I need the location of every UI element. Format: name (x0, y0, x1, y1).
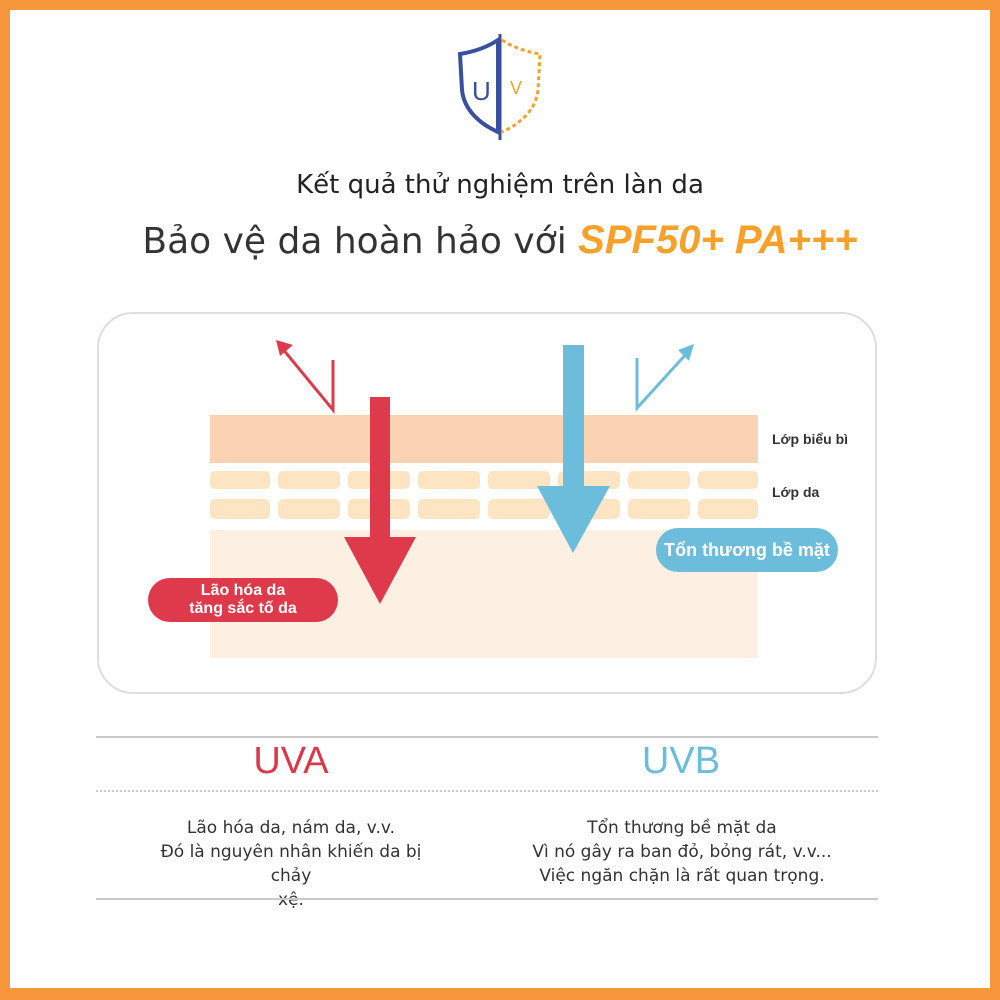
shield-icon: U V (457, 34, 542, 140)
uvb-description: Tổn thương bề mặt da Vì nó gây ra ban đỏ… (512, 816, 852, 888)
dermis-layer (210, 471, 758, 519)
uva-arrow (344, 397, 416, 604)
uvb-reflected-arrow (635, 350, 690, 412)
uva-desc-line-2: Đó là nguyên nhân khiến da bị chảy (160, 842, 422, 886)
uva-reflected-arrow (280, 347, 335, 415)
uva-description: Lão hóa da, nám da, v.v. Đó là nguyên nh… (141, 816, 441, 912)
uva-title: UVA (253, 740, 329, 782)
uvb-arrow (537, 345, 610, 553)
canvas: U V Kết quả thử nghiệm trên làn da Bảo v… (10, 10, 990, 988)
logo-letter-u: U (472, 76, 491, 106)
epidermis-layer (210, 415, 758, 463)
divider-dotted (96, 790, 878, 792)
logo-letter-v: V (510, 78, 522, 98)
uvb-title: UVB (641, 740, 721, 782)
subtitle: Kết quả thử nghiệm trên làn da (296, 170, 704, 200)
uvb-effect-badge: Tổn thương bề mặt (656, 528, 838, 572)
uvb-desc-line-2: Vì nó gây ra ban đỏ, bỏng rát, v.v... (532, 842, 832, 862)
uva-desc-line-1: Lão hóa da, nám da, v.v. (186, 818, 396, 838)
uva-effect-line-2: tăng sắc tố da (189, 600, 297, 617)
headline-highlight: SPF50+ PA+++ (578, 218, 858, 262)
headline-prefix: Bảo vệ da hoàn hảo với (142, 221, 567, 262)
uvb-desc-line-3: Việc ngăn chặn là rất quan trọng. (539, 866, 825, 886)
divider-bottom (96, 898, 878, 900)
uva-desc-line-3: xệ. (278, 890, 304, 910)
epidermis-label: Lớp biểu bì (772, 431, 849, 447)
uva-effect-badge: Lão hóa da tăng sắc tố da (148, 578, 338, 622)
divider-top (96, 736, 878, 738)
uva-effect-line-1: Lão hóa da (200, 582, 286, 599)
uvb-desc-line-1: Tổn thương bề mặt da (587, 818, 777, 838)
headline: Bảo vệ da hoàn hảo với SPF50+ PA+++ (10, 218, 990, 263)
dermis-label: Lớp da (772, 484, 820, 500)
